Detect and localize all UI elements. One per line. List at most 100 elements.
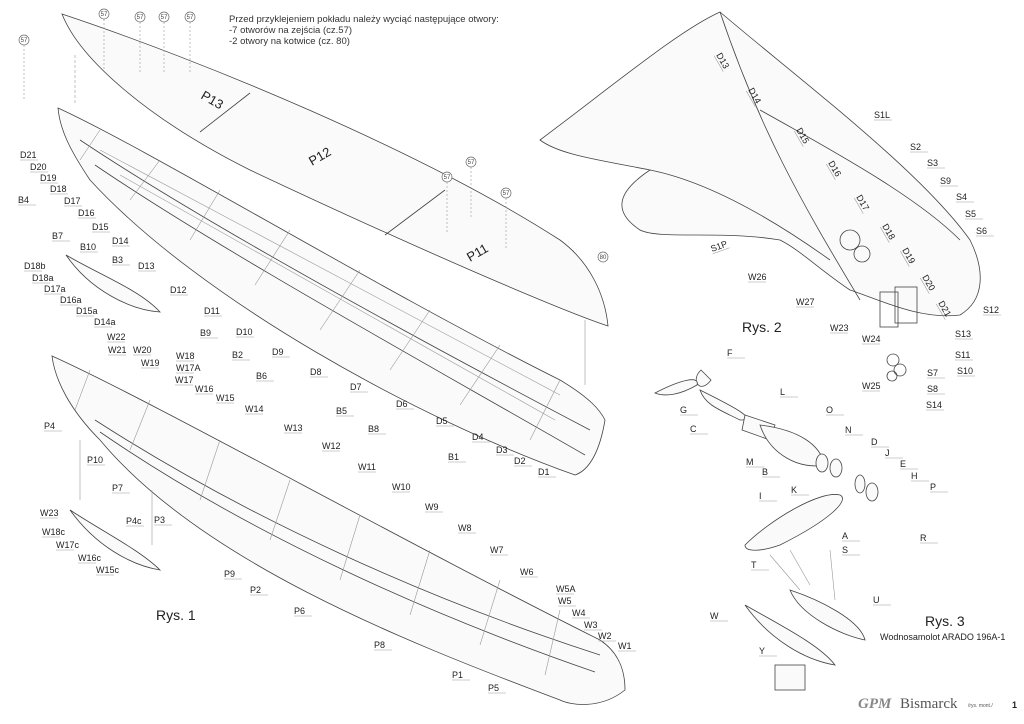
part-label: S5: [965, 209, 976, 219]
part-label: D14a: [94, 317, 116, 327]
part-label: S4: [956, 192, 967, 202]
part-label: B5: [336, 406, 347, 416]
figure-title-rys1: Rys. 1: [156, 607, 196, 623]
part-label: W4: [572, 608, 586, 618]
part-label: W11: [358, 462, 376, 472]
part-label: W19: [141, 358, 160, 368]
part-label: P4: [44, 421, 55, 431]
part-label: D21: [20, 150, 37, 160]
figure-title-rys2: Rys. 2: [742, 319, 782, 335]
part-label: P9: [224, 569, 235, 579]
hole-marker-label: 57: [468, 160, 475, 166]
part-label: W5A: [556, 584, 576, 594]
part-label: W17c: [56, 540, 80, 550]
part-label: U: [873, 595, 880, 605]
hull-frame-lower: [51, 355, 626, 705]
leader-line: [854, 197, 864, 214]
leader-line: [936, 303, 946, 320]
part-label: D1: [538, 467, 550, 477]
part-label: F: [727, 348, 733, 358]
part-label: D15: [92, 222, 109, 232]
part-label: C: [690, 424, 697, 434]
part-label: W6: [520, 567, 534, 577]
part-label: D8: [310, 367, 322, 377]
part-label: W18c: [42, 527, 66, 537]
hole-marker-label: 80: [600, 255, 607, 261]
figure-subtitle-rys3: Wodnosamolot ARADO 196A-1: [880, 632, 1005, 642]
part-label: W9: [425, 502, 439, 512]
part-label: R: [920, 533, 927, 543]
part-label: B1: [448, 452, 459, 462]
part-label: W25: [862, 381, 881, 391]
hole-marker-label: 57: [137, 15, 144, 21]
part-label: D6: [396, 399, 408, 409]
sheet-number: 1: [1012, 700, 1017, 710]
part-label: D18: [50, 184, 67, 194]
part-label: W23: [40, 508, 59, 518]
part-label: D13: [138, 261, 155, 271]
part-label: D14: [112, 236, 129, 246]
part-label: S6: [976, 226, 987, 236]
part-label: D16: [78, 208, 95, 218]
part-label: D17: [64, 196, 81, 206]
part-label: W20: [133, 345, 152, 355]
part-label: S9: [940, 176, 951, 186]
part-label: W15c: [96, 565, 120, 575]
part-label: D: [871, 437, 878, 447]
part-label: D7: [350, 382, 362, 392]
part-label: N: [845, 425, 852, 435]
hole-marker-label: 57: [503, 191, 510, 197]
leader-line: [794, 130, 804, 147]
part-label: P8: [374, 640, 385, 650]
part-label: S13: [955, 329, 971, 339]
part-label: S10: [957, 366, 973, 376]
part-label: D12: [170, 285, 187, 295]
part-label: P4c: [126, 516, 142, 526]
part-label: S8: [927, 384, 938, 394]
part-label: P: [930, 482, 936, 492]
part-label: P1: [452, 670, 463, 680]
part-label: W1: [618, 641, 632, 651]
part-label: W8: [458, 523, 472, 533]
part-label: W26: [748, 272, 767, 282]
part-label: B: [762, 467, 768, 477]
part-label: K: [791, 485, 797, 495]
aircraft-drawing: [654, 369, 879, 691]
part-label: W17: [175, 375, 194, 385]
part-label: W18: [176, 351, 195, 361]
model-name: Bismarck: [900, 696, 958, 712]
part-label: T: [751, 560, 757, 570]
sheet-label: /rys. mont./: [968, 703, 993, 709]
part-label: W21: [108, 345, 127, 355]
part-label: B3: [112, 255, 123, 265]
part-label: W: [710, 611, 719, 621]
part-label: D9: [272, 347, 284, 357]
part-label: W7: [490, 545, 504, 555]
part-label: E: [900, 459, 906, 469]
hole-marker-label: 57: [444, 175, 451, 181]
part-label: D18a: [32, 273, 54, 283]
part-label: W5: [558, 596, 572, 606]
part-label: D2: [514, 456, 526, 466]
part-label: S: [842, 545, 848, 555]
part-label: W22: [107, 332, 126, 342]
part-label: I: [759, 491, 762, 501]
leader-line: [746, 90, 756, 107]
part-label: S7: [927, 368, 938, 378]
part-label: O: [826, 405, 833, 415]
figure-title-rys3: Rys. 3: [925, 613, 965, 629]
part-label: D10: [236, 327, 253, 337]
brand-logo: GPM: [858, 696, 892, 712]
leader-line: [714, 55, 724, 72]
part-label: W13: [284, 423, 303, 433]
part-label: S12: [983, 305, 999, 315]
note-line: Przed przyklejeniem pokładu należy wycią…: [229, 14, 499, 25]
part-label: W14: [245, 404, 264, 414]
leader-line: [712, 247, 730, 255]
part-label: P7: [112, 483, 123, 493]
part-label: W12: [322, 441, 341, 451]
part-label: P10: [87, 455, 103, 465]
part-label: L: [780, 387, 785, 397]
part-label: B10: [80, 242, 96, 252]
